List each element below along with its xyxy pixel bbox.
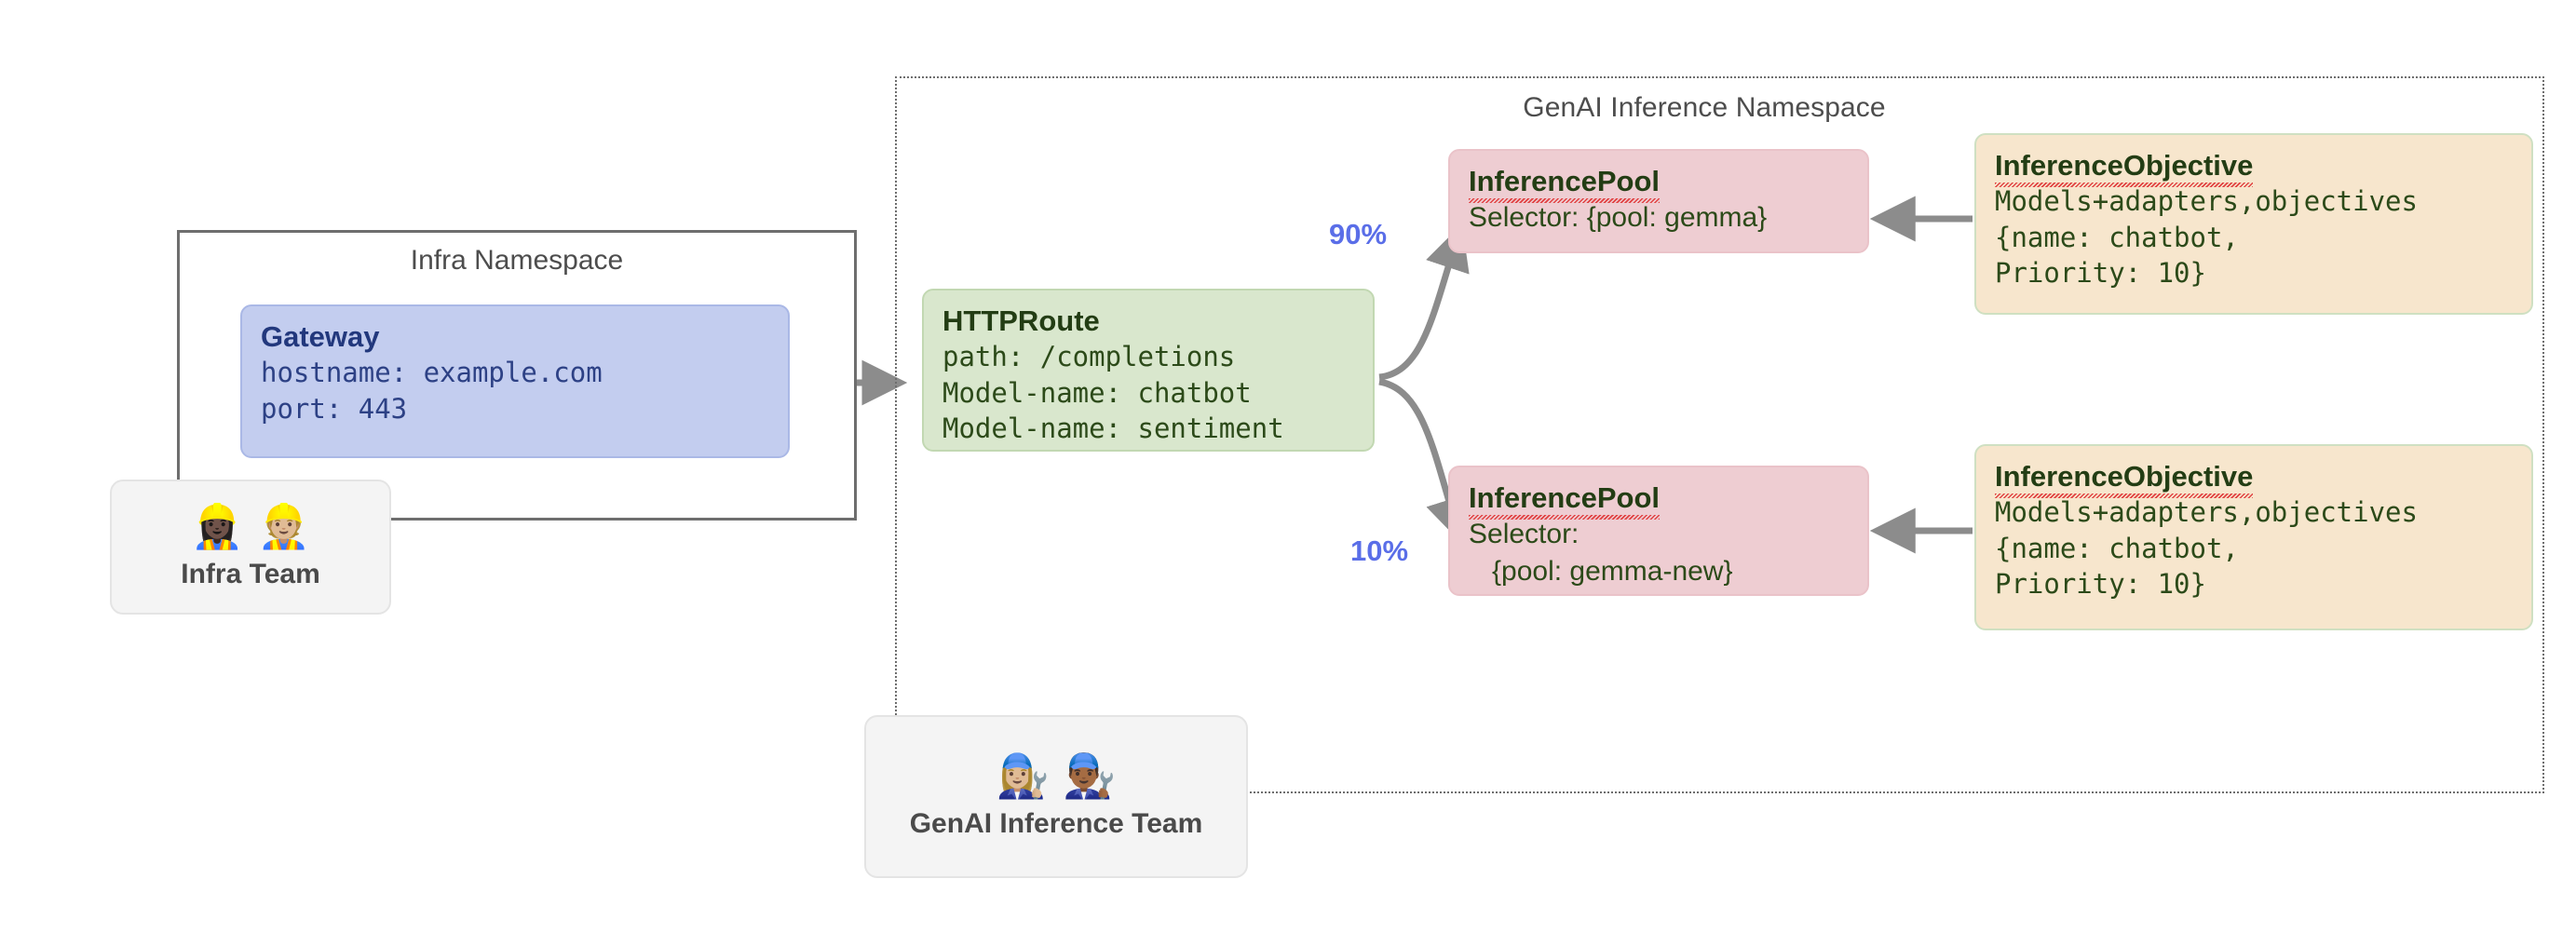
genai-inference-namespace-boundary — [895, 76, 2544, 793]
httproute-path: path: /completions — [942, 341, 1236, 373]
inference-pool-gemma-new-selector-label: Selector: — [1469, 519, 1579, 550]
gateway-port: port: 443 — [261, 392, 408, 425]
genai-inference-team-card[interactable]: 👩🏼‍🔧👨🏾‍🔧 GenAI Inference Team — [864, 715, 1248, 878]
inference-objective-bottom-line-1: Models+adapters,objectives — [1995, 496, 2418, 529]
httproute-title: HTTPRoute — [942, 304, 1100, 337]
inference-objective-bottom-node[interactable]: InferenceObjective Models+adapters,objec… — [1974, 444, 2533, 630]
inference-pool-gemma-node[interactable]: InferencePool Selector: {pool: gemma} — [1448, 149, 1869, 253]
infra-team-label: Infra Team — [181, 558, 320, 589]
httproute-model-name-chatbot: Model-name: chatbot — [942, 376, 1252, 409]
inference-pool-gemma-new-node[interactable]: InferencePool Selector: {pool: gemma-new… — [1448, 466, 1869, 596]
mechanics-icon: 👩🏼‍🔧👨🏾‍🔧 — [996, 750, 1130, 800]
construction-workers-icon: 👷🏿‍♀️👷🏼 — [190, 501, 324, 550]
infra-namespace-label: Infra Namespace — [410, 245, 624, 276]
inference-objective-top-line-1: Models+adapters,objectives — [1995, 185, 2418, 218]
inference-objective-top-line-3: Priority: 10} — [1995, 256, 2206, 289]
gateway-hostname: hostname: example.com — [261, 357, 603, 389]
inference-pool-gemma-title: InferencePool — [1469, 164, 1660, 204]
genai-inference-namespace-label: GenAI Inference Namespace — [1523, 92, 1886, 123]
gateway-node[interactable]: Gateway hostname: example.com port: 443 — [240, 304, 790, 458]
inference-objective-top-node[interactable]: InferenceObjective Models+adapters,objec… — [1974, 133, 2533, 315]
inference-pool-gemma-selector: Selector: {pool: gemma} — [1469, 202, 1768, 234]
inference-objective-top-line-2: {name: chatbot, — [1995, 221, 2239, 253]
inference-pool-gemma-new-selector-value: {pool: gemma-new} — [1469, 556, 1733, 588]
inference-objective-bottom-title: InferenceObjective — [1995, 459, 2254, 499]
httproute-node[interactable]: HTTPRoute path: /completions Model-name:… — [922, 289, 1375, 452]
inference-objective-top-title: InferenceObjective — [1995, 148, 2254, 188]
inference-objective-bottom-line-3: Priority: 10} — [1995, 567, 2206, 600]
traffic-split-90-label: 90% — [1329, 218, 1388, 250]
gateway-title: Gateway — [261, 320, 380, 353]
inference-objective-bottom-line-2: {name: chatbot, — [1995, 532, 2239, 564]
traffic-split-10-label: 10% — [1350, 534, 1409, 567]
httproute-model-name-sentiment: Model-name: sentiment — [942, 412, 1284, 444]
infra-team-card[interactable]: 👷🏿‍♀️👷🏼 Infra Team — [110, 480, 391, 615]
genai-inference-team-label: GenAI Inference Team — [909, 807, 1203, 839]
inference-pool-gemma-new-title: InferencePool — [1469, 480, 1660, 521]
